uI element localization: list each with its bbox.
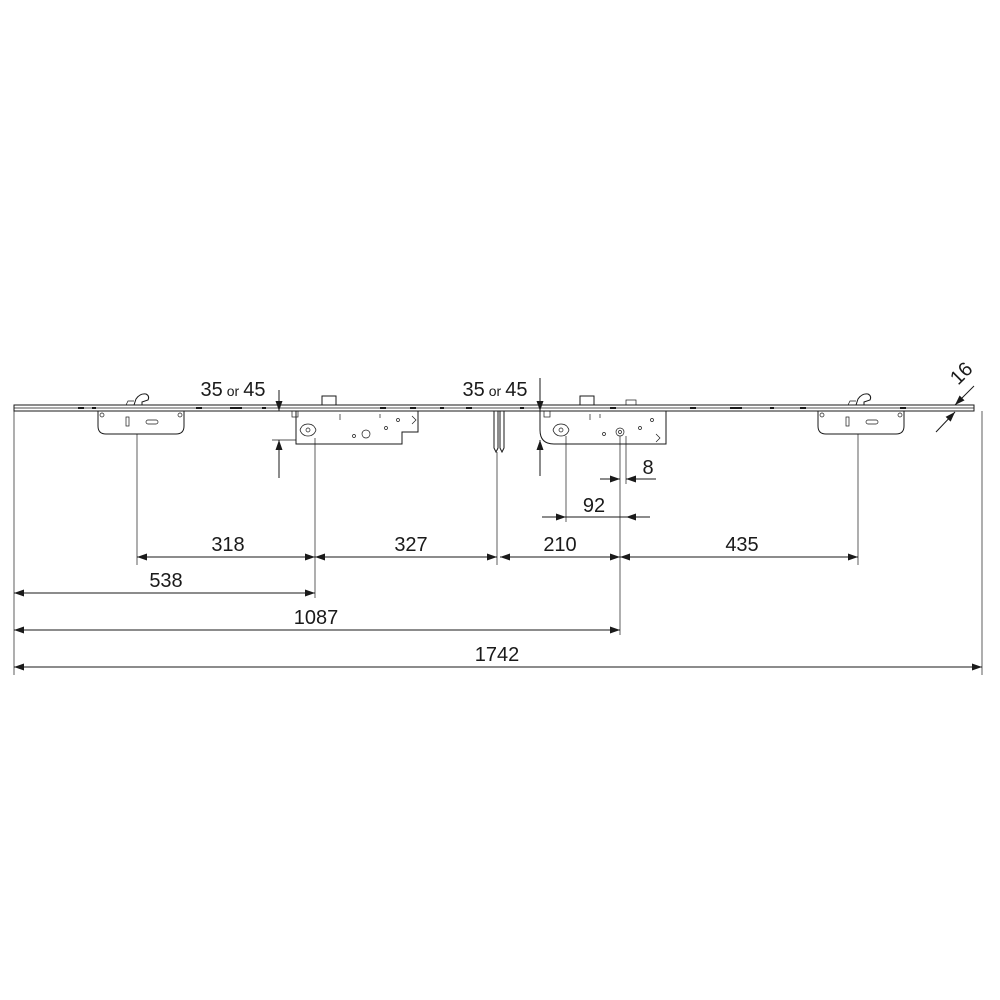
left-gearbox [291,395,419,445]
backset-right-45: 45 [505,379,527,401]
left-hook-bolt [133,393,150,406]
right-hook-bolt [855,393,872,406]
backset-left-or: or [227,383,240,399]
dim-label-92: 92 [583,495,605,517]
dim-label-318: 318 [211,534,244,556]
backset-left-45: 45 [243,379,265,401]
right-latch [579,395,595,406]
dim-label-327: 327 [394,534,427,556]
extension-lines [13,411,983,675]
backset-right-or: or [489,383,502,399]
dim-line-16 [935,411,956,433]
middle-connector [493,410,505,454]
backset-left-35: 35 [201,379,223,401]
dim-label-435: 435 [725,534,758,556]
dimension-lines [14,378,982,671]
dim-label-538: 538 [149,570,182,592]
dim-label-210: 210 [543,534,576,556]
right-hook-case [817,393,905,435]
dim-label-1087: 1087 [294,607,339,629]
dim-label-16: 16 [946,358,977,389]
faceplate-slots [78,407,906,409]
backset-right-35: 35 [463,379,485,401]
dim-label-1742: 1742 [475,644,520,666]
left-latch [321,395,337,406]
left-hook-case [97,393,185,435]
dim-label-8: 8 [642,457,653,479]
lock-assembly [13,393,975,454]
right-gearbox [539,395,667,445]
dimension-labels: 318 327 210 435 538 1087 1742 92 8 16 35… [149,358,977,666]
